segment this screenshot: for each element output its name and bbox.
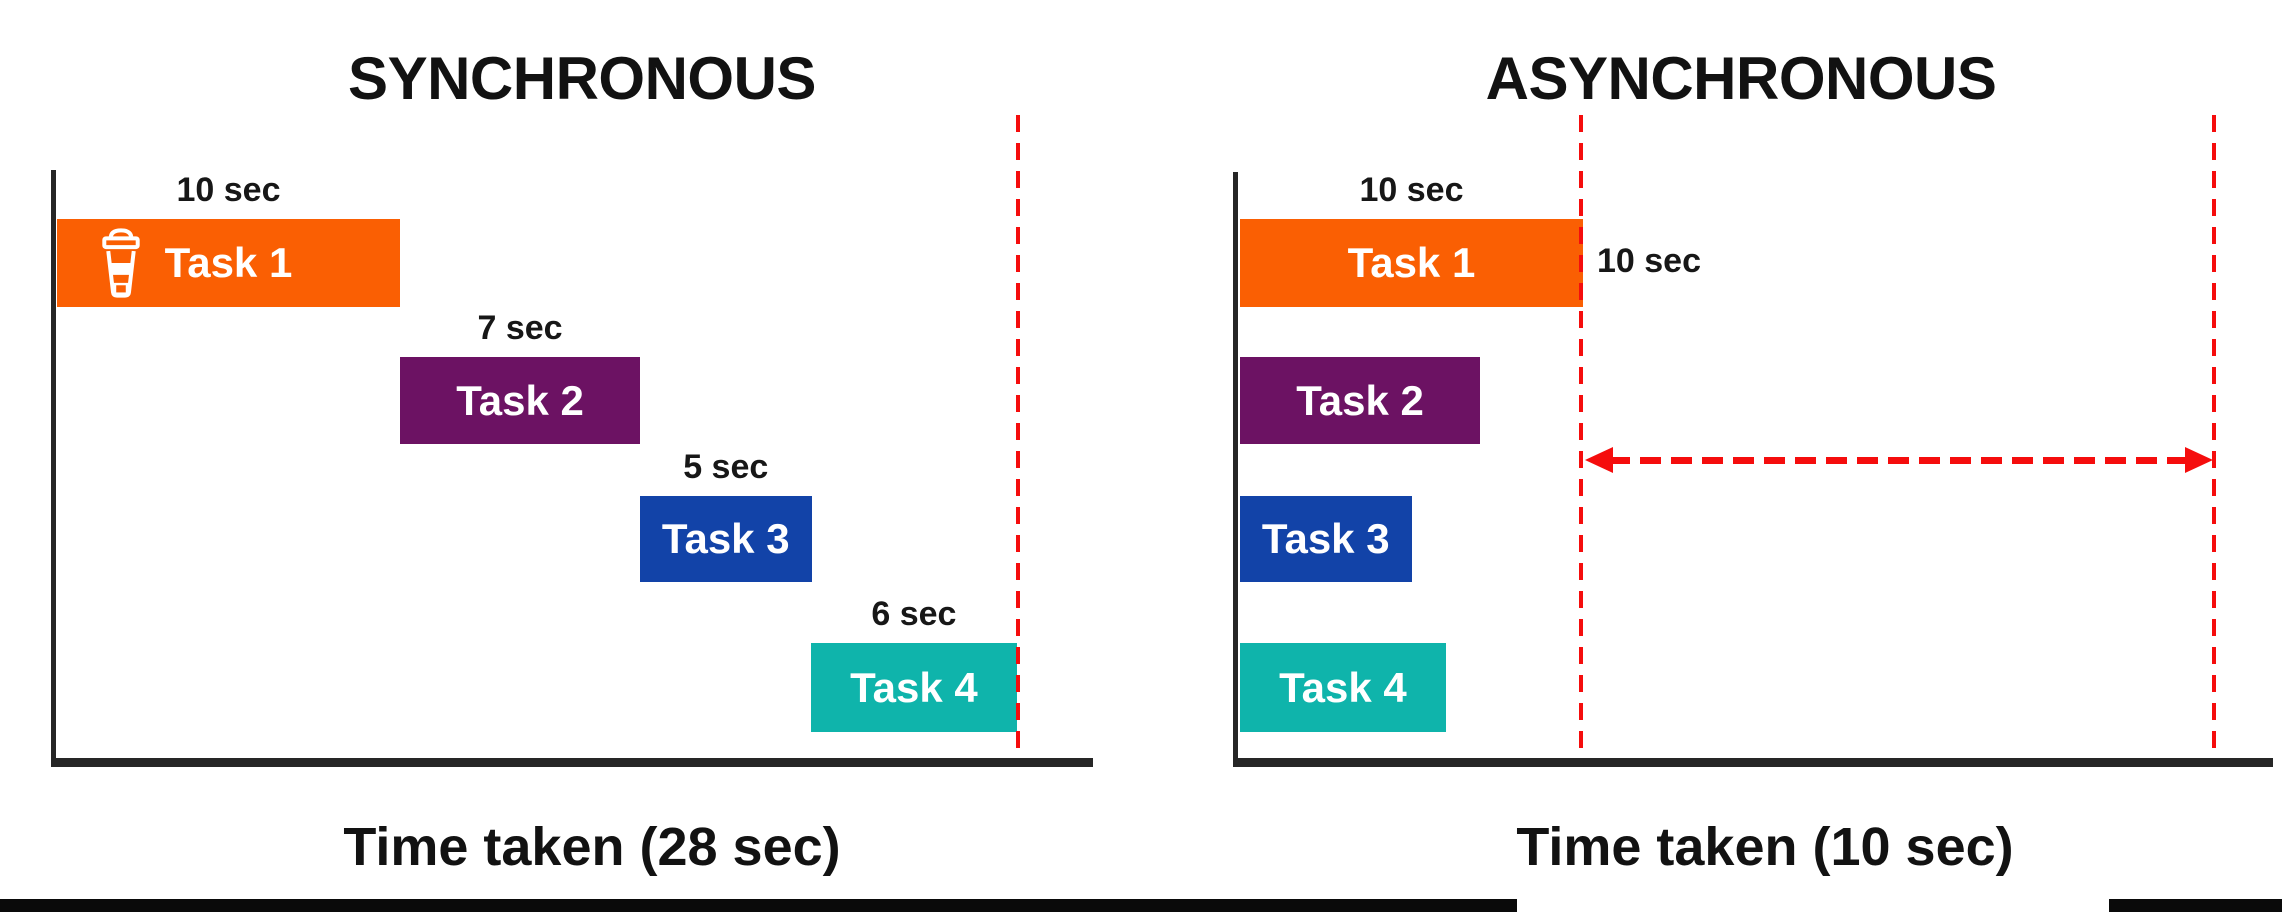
async-10sec-marker-label: 10 sec bbox=[1597, 242, 1701, 280]
async-task1-label: Task 1 bbox=[1347, 239, 1476, 286]
coffee-cup-icon bbox=[102, 228, 140, 298]
async-task1-bar: 10 sec Task 1 bbox=[1240, 171, 1583, 307]
sync-task2-label: Task 2 bbox=[456, 376, 584, 424]
async-task1-duration-label: 10 sec bbox=[1359, 171, 1464, 209]
sync-task3-label: Task 3 bbox=[661, 515, 790, 562]
async-time-taken-label: Time taken (10 sec) bbox=[1516, 817, 2014, 877]
arrow-dashed-shaft bbox=[1609, 457, 2189, 464]
async-10sec-dashed-line bbox=[1579, 115, 1583, 759]
sync-panel-title: SYNCHRONOUS bbox=[348, 45, 816, 112]
sync-task4-duration-label: 6 sec bbox=[871, 595, 957, 633]
sync-task1-duration-label: 10 sec bbox=[176, 171, 281, 209]
async-y-axis bbox=[1233, 172, 1238, 767]
async-x-axis bbox=[1233, 758, 2273, 767]
sync-task4-bar: 6 sec Task 4 bbox=[811, 595, 1017, 732]
async-task2-label: Task 2 bbox=[1296, 376, 1424, 424]
async-28sec-dashed-line bbox=[2212, 115, 2216, 759]
arrow-left-head-icon bbox=[1585, 447, 1613, 473]
sync-task2-bar: 7 sec Task 2 bbox=[400, 309, 641, 444]
arrow-right-head-icon bbox=[2185, 447, 2213, 473]
bottom-right-divider-bar bbox=[2109, 899, 2282, 912]
async-task4-label: Task 4 bbox=[1279, 663, 1407, 711]
async-task2-bar: Task 2 bbox=[1240, 357, 1481, 444]
sync-task1-bar: 10 sec Task 1 bbox=[57, 171, 400, 307]
sync-time-taken-label: Time taken (28 sec) bbox=[343, 817, 841, 877]
sync-task2-duration-label: 7 sec bbox=[477, 309, 563, 347]
sync-y-axis bbox=[51, 170, 56, 767]
saved-time-arrow bbox=[1585, 447, 2213, 473]
sync-x-axis bbox=[51, 758, 1093, 767]
async-panel-title: ASYNCHRONOUS bbox=[1485, 45, 1997, 112]
bottom-left-divider-bar bbox=[0, 899, 1517, 912]
sync-task3-duration-label: 5 sec bbox=[683, 448, 769, 486]
async-task4-bar: Task 4 bbox=[1240, 643, 1446, 732]
sync-task3-bar: 5 sec Task 3 bbox=[640, 448, 812, 582]
async-task3-label: Task 3 bbox=[1261, 515, 1390, 562]
async-task3-bar: Task 3 bbox=[1240, 496, 1412, 582]
sync-finish-dashed-line bbox=[1016, 115, 1020, 759]
sync-task4-label: Task 4 bbox=[850, 663, 978, 711]
sync-task1-label: Task 1 bbox=[164, 239, 293, 286]
